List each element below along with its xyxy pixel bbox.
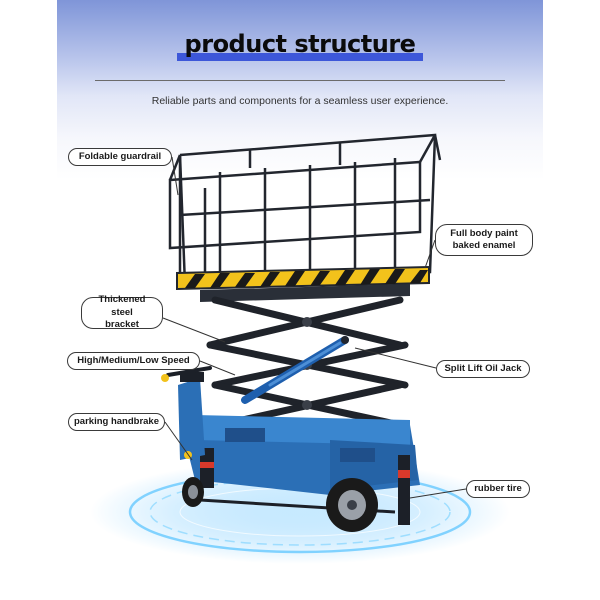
callout-bracket-line1: Thickened steel <box>98 294 146 318</box>
callout-foldable-guardrail-label: Foldable guardrail <box>78 150 162 162</box>
callout-tire-label: rubber tire <box>474 482 522 494</box>
platform-deck <box>176 266 430 302</box>
guardrail-cage <box>168 133 442 287</box>
rear-wheel <box>326 478 378 532</box>
callout-paint-enamel: Full body paint baked enamel <box>435 224 533 256</box>
chassis-body <box>180 415 420 525</box>
front-wheel <box>182 477 204 507</box>
callout-steel-bracket: Thickened steel bracket <box>81 294 163 331</box>
page-title: product structure <box>184 30 416 58</box>
callout-leader-lines <box>162 156 467 499</box>
callout-speed-modes: High/Medium/Low Speed <box>67 352 200 370</box>
callout-speed-label: High/Medium/Low Speed <box>77 354 190 366</box>
callout-paint-line1: Full body paint <box>450 227 518 239</box>
callout-parking-handbrake: parking handbrake <box>68 413 165 431</box>
callout-jack-label: Split Lift Oil Jack <box>444 362 522 374</box>
title-accent-bar <box>177 53 423 61</box>
callout-handbrake-label: parking handbrake <box>74 415 159 427</box>
header-divider <box>95 80 505 81</box>
callout-foldable-guardrail: Foldable guardrail <box>68 148 172 166</box>
hydraulic-jack <box>241 336 349 404</box>
callout-paint-line2: baked enamel <box>452 240 516 251</box>
control-tower <box>161 366 212 460</box>
callout-rubber-tire: rubber tire <box>466 480 530 498</box>
page-subtitle: Reliable parts and components for a seam… <box>151 95 449 107</box>
callout-bracket-line2: bracket <box>105 319 139 331</box>
callout-oil-jack: Split Lift Oil Jack <box>436 360 530 378</box>
